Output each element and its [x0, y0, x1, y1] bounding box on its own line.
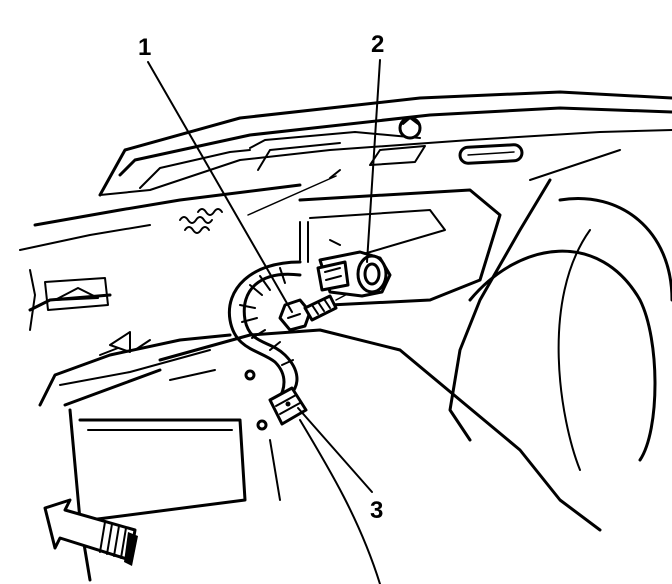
dash-left-panel — [19, 183, 302, 407]
wiring-harness — [227, 260, 302, 402]
sensor-component — [299, 221, 392, 298]
leader-line-3 — [297, 407, 373, 493]
harness-connector — [268, 386, 308, 426]
callout-3: 3 — [370, 497, 383, 524]
callout-1: 1 — [138, 34, 151, 61]
callout-2: 2 — [371, 31, 384, 58]
front-direction-arrow-icon — [43, 498, 138, 566]
dash-right-contour — [448, 149, 672, 471]
leader-lines — [147, 59, 381, 493]
mounting-bolt — [278, 289, 356, 332]
retaining-springs — [179, 208, 223, 234]
dashboard-upper-frame — [98, 90, 672, 197]
leader-line-1 — [147, 61, 293, 313]
panel-clips — [99, 331, 151, 356]
defroster-vent — [458, 143, 524, 165]
dash-top-bolt — [398, 116, 422, 140]
leader-line-2 — [366, 59, 381, 263]
left-air-vent — [44, 277, 109, 311]
